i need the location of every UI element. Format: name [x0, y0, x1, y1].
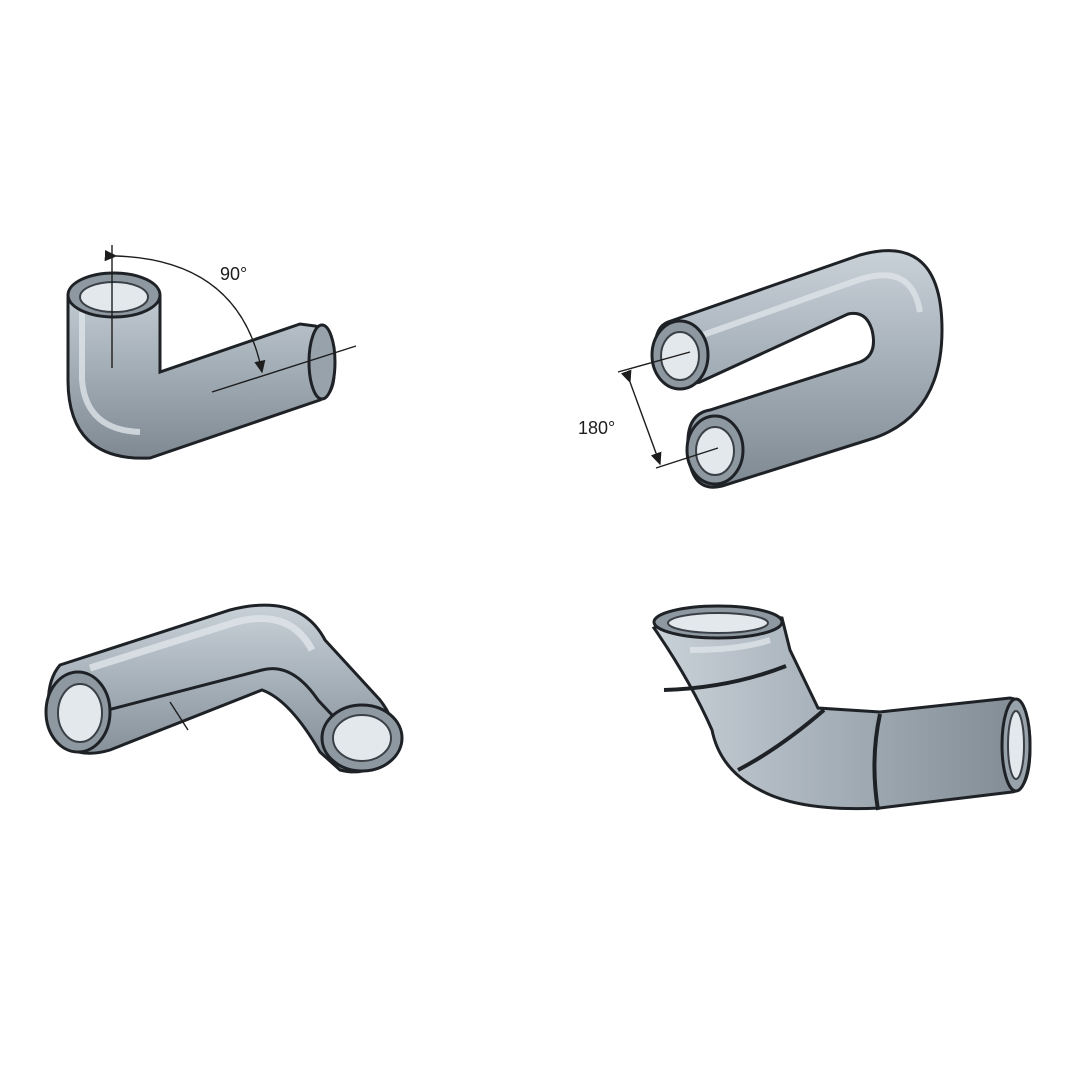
- segmented-bend-highlight: [689, 637, 771, 653]
- offset-bend-leader: [169, 701, 189, 731]
- u-bend-180-figure: 180°: [578, 249, 944, 489]
- offset-bend-figure: [44, 603, 404, 774]
- elbow-90-figure: 90°: [66, 245, 357, 460]
- segmented-bend-figure: [651, 604, 1032, 811]
- u-bend-axis-upper: [617, 351, 691, 373]
- offset-bend-seam: [99, 667, 350, 734]
- u-bend-axis-lower: [655, 447, 719, 469]
- elbow-90-highlight: [79, 312, 141, 435]
- offset-bend-highlight: [88, 615, 316, 672]
- segmented-bend-body: [651, 611, 1032, 811]
- segmented-bend-weld-2: [737, 708, 826, 772]
- u-bend-dimension-line: [620, 369, 662, 466]
- u-bend-angle-label: 180°: [578, 418, 615, 438]
- elbow-90-axis-horizontal: [211, 345, 357, 393]
- segmented-bend-weld-3: [872, 713, 882, 811]
- elbow-90-opening-end: [307, 323, 337, 401]
- elbow-90-angle-arc: [104, 250, 266, 374]
- u-bend-highlight: [698, 272, 923, 339]
- elbow-90-angle-label: 90°: [220, 264, 247, 284]
- segmented-bend-weld-1: [663, 664, 787, 692]
